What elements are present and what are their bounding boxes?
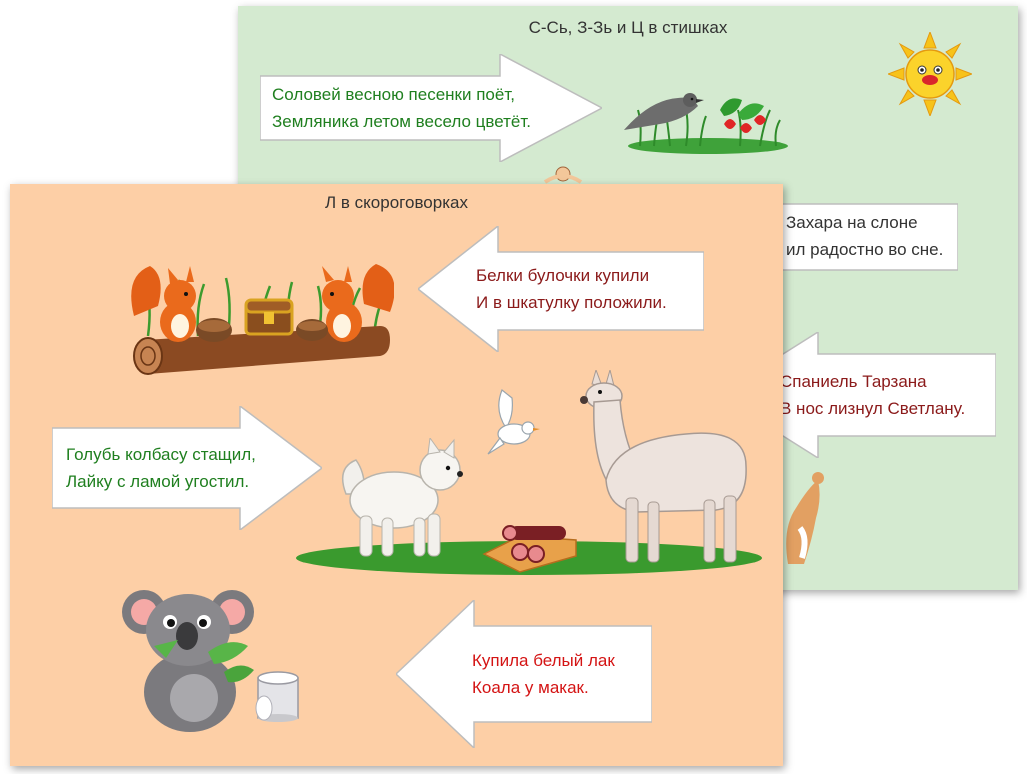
slide-front: Л в скороговорках Белки булочки купили И… <box>10 184 783 766</box>
koala-icon <box>120 580 260 736</box>
child-icon <box>541 166 585 188</box>
cat-icon <box>778 468 826 564</box>
dove-icon <box>484 388 542 458</box>
llama-icon <box>576 370 754 566</box>
arrow-line: Земляника летом весело цветёт. <box>272 112 531 131</box>
arrow-line: Белки булочки купили <box>476 266 650 285</box>
arrow-line: Соловей весною песенки поёт, <box>272 85 515 104</box>
arrow-line: В нос лизнул Светлану. <box>780 399 966 418</box>
slide-title: С-Сь, З-Зь и Ц в стишках <box>528 18 728 37</box>
arrow-line: ил радостно во сне. <box>786 240 944 259</box>
paint-can-icon <box>254 668 302 722</box>
bird-on-grass-icon <box>620 80 794 156</box>
arrow-left: Спаниель Тарзана В нос лизнул Светлану. <box>718 332 996 458</box>
arrow-right: Голубь колбасу стащил, Лайку с ламой уго… <box>52 406 322 530</box>
arrow-line: Голубь колбасу стащил, <box>66 445 256 464</box>
arrow-line: Захара на слоне <box>786 213 918 232</box>
arrow-left: Купила белый лак Коала у макак. <box>396 600 652 748</box>
sun-icon <box>888 32 972 116</box>
squirrels-on-log-icon <box>128 256 394 380</box>
arrow-line: Коала у макак. <box>472 678 589 697</box>
slide-title: Л в скороговорках <box>325 193 468 212</box>
sausage-board-icon <box>480 522 580 574</box>
arrow-right: Соловей весною песенки поёт, Земляника л… <box>260 54 602 162</box>
arrow-line: И в шкатулку положили. <box>476 293 667 312</box>
arrow-line: Купила белый лак <box>472 651 615 670</box>
arrow-line: Спаниель Тарзана <box>780 372 927 391</box>
dog-icon <box>336 438 464 560</box>
arrow-left: Белки булочки купили И в шкатулку положи… <box>418 226 704 352</box>
arrow-line: Лайку с ламой угостил. <box>66 472 250 491</box>
